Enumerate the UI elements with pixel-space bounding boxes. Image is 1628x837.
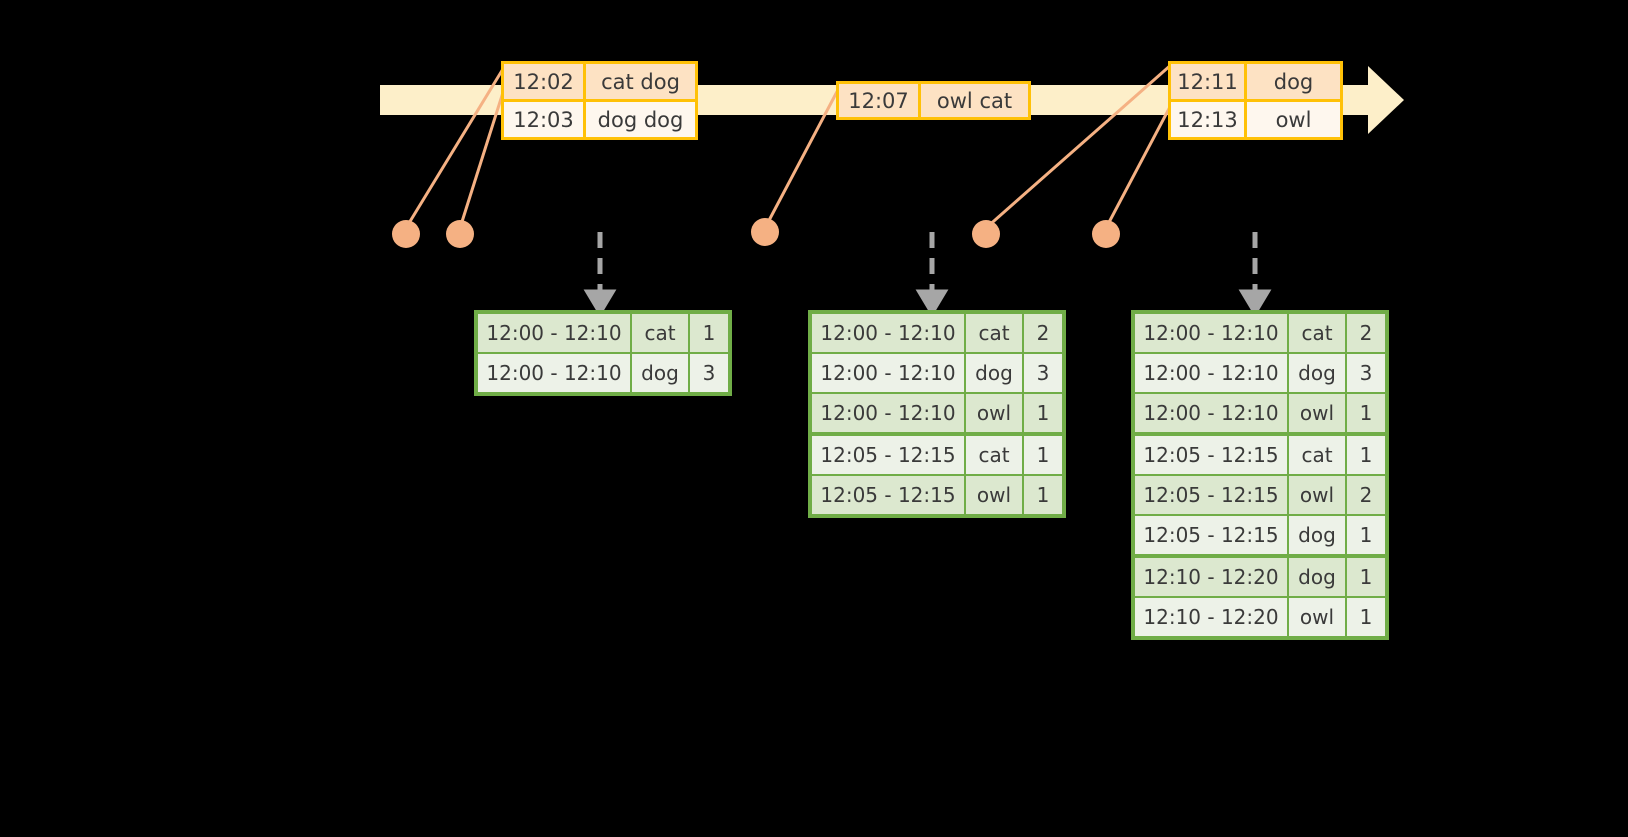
cell-window: 12:05 - 12:15 bbox=[812, 436, 966, 474]
cell-window: 12:00 - 12:10 bbox=[812, 314, 966, 352]
cell-window: 12:00 - 12:10 bbox=[1135, 354, 1289, 392]
cell-count: 3 bbox=[1347, 354, 1385, 392]
cell-count: 1 bbox=[690, 314, 728, 352]
event-row: 12:03 dog dog bbox=[504, 99, 695, 137]
event-value: dog bbox=[1247, 64, 1340, 99]
event-value: dog dog bbox=[586, 102, 695, 137]
cell-key: owl bbox=[966, 394, 1024, 432]
cell-window: 12:00 - 12:10 bbox=[1135, 314, 1289, 352]
event-box-3: 12:11 dog 12:13 owl bbox=[1168, 61, 1343, 140]
cell-key: owl bbox=[1289, 598, 1347, 636]
cell-count: 1 bbox=[1347, 394, 1385, 432]
event-box-2: 12:07 owl cat bbox=[836, 81, 1031, 120]
cell-key: owl bbox=[1289, 476, 1347, 514]
cell-count: 3 bbox=[1024, 354, 1062, 392]
cell-count: 2 bbox=[1347, 476, 1385, 514]
cell-key: cat bbox=[966, 436, 1024, 474]
cell-window: 12:10 - 12:20 bbox=[1135, 558, 1289, 596]
event-time: 12:02 bbox=[504, 64, 586, 99]
cell-count: 2 bbox=[1347, 314, 1385, 352]
event-dot-2 bbox=[446, 220, 474, 248]
cell-key: owl bbox=[966, 476, 1024, 514]
cell-key: dog bbox=[1289, 516, 1347, 554]
event-row: 12:13 owl bbox=[1171, 99, 1340, 137]
cell-window: 12:05 - 12:15 bbox=[1135, 476, 1289, 514]
event-value: owl cat bbox=[921, 84, 1028, 117]
cell-count: 1 bbox=[1024, 476, 1062, 514]
event-time: 12:13 bbox=[1171, 102, 1247, 137]
event-dot-5 bbox=[1092, 220, 1120, 248]
cell-key: cat bbox=[632, 314, 690, 352]
cell-window: 12:05 - 12:15 bbox=[812, 476, 966, 514]
cell-window: 12:05 - 12:15 bbox=[1135, 436, 1289, 474]
cell-window: 12:00 - 12:10 bbox=[478, 354, 632, 392]
cell-count: 1 bbox=[1024, 394, 1062, 432]
event-time: 12:11 bbox=[1171, 64, 1247, 99]
cell-window: 12:00 - 12:10 bbox=[812, 394, 966, 432]
event-time: 12:07 bbox=[839, 84, 921, 117]
event-row: 12:02 cat dog bbox=[504, 64, 695, 99]
cell-key: cat bbox=[1289, 314, 1347, 352]
cell-count: 1 bbox=[1347, 436, 1385, 474]
cell-key: dog bbox=[966, 354, 1024, 392]
cell-window: 12:10 - 12:20 bbox=[1135, 598, 1289, 636]
event-dot-3 bbox=[751, 218, 779, 246]
event-row: 12:07 owl cat bbox=[839, 84, 1028, 117]
cell-window: 12:00 - 12:10 bbox=[478, 314, 632, 352]
event-box-1: 12:02 cat dog 12:03 dog dog bbox=[501, 61, 698, 140]
event-value: cat dog bbox=[586, 64, 695, 99]
cell-count: 1 bbox=[1024, 436, 1062, 474]
cell-count: 2 bbox=[1024, 314, 1062, 352]
cell-count: 1 bbox=[1347, 558, 1385, 596]
event-dot-4 bbox=[972, 220, 1000, 248]
cell-count: 3 bbox=[690, 354, 728, 392]
cell-count: 1 bbox=[1347, 598, 1385, 636]
cell-key: dog bbox=[632, 354, 690, 392]
cell-window: 12:05 - 12:15 bbox=[1135, 516, 1289, 554]
cell-key: owl bbox=[1289, 394, 1347, 432]
event-row: 12:11 dog bbox=[1171, 64, 1340, 99]
event-time: 12:03 bbox=[504, 102, 586, 137]
cell-key: dog bbox=[1289, 558, 1347, 596]
timeline-arrow-right-icon bbox=[1368, 66, 1404, 134]
cell-key: dog bbox=[1289, 354, 1347, 392]
cell-key: cat bbox=[966, 314, 1024, 352]
cell-window: 12:00 - 12:10 bbox=[1135, 394, 1289, 432]
cell-window: 12:00 - 12:10 bbox=[812, 354, 966, 392]
event-value: owl bbox=[1247, 102, 1340, 137]
cell-count: 1 bbox=[1347, 516, 1385, 554]
event-dot-1 bbox=[392, 220, 420, 248]
cell-key: cat bbox=[1289, 436, 1347, 474]
